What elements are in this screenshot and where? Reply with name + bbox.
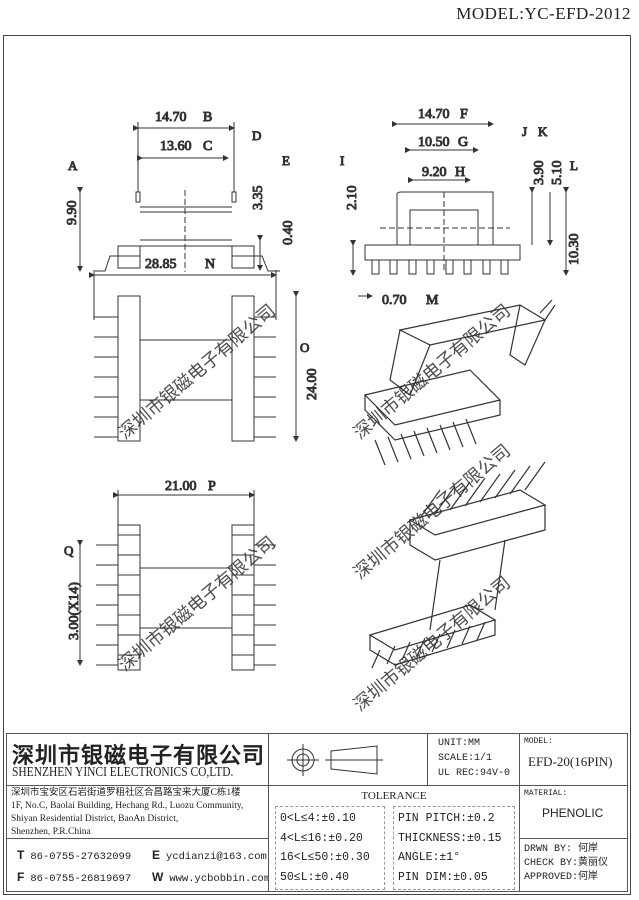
tel-label: T [17, 848, 25, 862]
dim-i: 2.10 [345, 186, 360, 211]
dim-l: 10.30 [567, 234, 582, 266]
model-value: EFD-20(16PIN) [528, 754, 613, 769]
dim-i-label: I [340, 153, 344, 168]
material-value: PHENOLIC [542, 806, 604, 820]
dim-j-label: J [522, 124, 527, 139]
model-cell: MODEL: EFD-20(16PIN) [520, 734, 627, 786]
company-cell: 深圳市银磁电子有限公司 SHENZHEN YINCI ELECTRONICS C… [7, 734, 269, 786]
svg-text:深圳市银磁电子有限公司: 深圳市银磁电子有限公司 [115, 532, 280, 675]
ul-rating: UL REC:94V-0 [438, 768, 511, 779]
dim-a-label: A [68, 158, 78, 173]
material-cell: MATERIAL: PHENOLIC [520, 786, 627, 839]
dim-g-label: G [458, 135, 468, 150]
dim-f: 14.70 [418, 107, 450, 122]
tolerance-item: PIN PITCH:±0.2 [398, 812, 495, 825]
dim-h: 9.20 [422, 165, 447, 180]
dim-b: 14.70 [155, 110, 187, 125]
dim-p: 21.00 [165, 479, 197, 494]
front-view [350, 121, 569, 299]
fax: 86-0755-26819697 [30, 873, 132, 885]
dim-e: 0.40 [281, 221, 296, 246]
company-name-en: SHENZHEN YINCI ELECTRONICS CO,LTD. [12, 765, 234, 780]
svg-text:深圳市银磁电子有限公司: 深圳市银磁电子有限公司 [350, 572, 515, 715]
tolerance-item: ANGLE:±1° [398, 851, 461, 864]
email-label: E [152, 848, 161, 862]
dim-h-label: H [455, 165, 465, 180]
tolerance-item: 16<L≤50:±0.30 [280, 851, 370, 864]
svg-text:深圳市银磁电子有限公司: 深圳市银磁电子有限公司 [350, 440, 515, 583]
model-label: MODEL: [524, 737, 553, 746]
tolerance-cell: TOLERANCE 0<L≤4:±0.10 4<L≤16:±0.20 16<L≤… [269, 786, 520, 891]
side-view [77, 122, 280, 272]
tolerance-item: THICKNESS:±0.15 [398, 831, 502, 845]
address-line: Shiyan Residential District, BaoAn Distr… [11, 814, 179, 824]
projection-symbol-cell [269, 734, 428, 786]
telephone: 86-0755-27632099 [30, 851, 132, 863]
svg-text:深圳市银磁电子有限公司: 深圳市银磁电子有限公司 [115, 300, 280, 443]
pins [371, 259, 509, 275]
company-name-cn: 深圳市银磁电子有限公司 [12, 743, 266, 769]
scale: SCALE:1/1 [438, 753, 493, 764]
address-line: 1F, No.C, Baolai Building, Hechang Rd., … [11, 801, 244, 811]
dim-o-label: O [300, 340, 309, 355]
fax-label: F [17, 870, 25, 884]
address-line: 深圳市宝安区石岩街道罗租社区合昌路宝来大厦C栋1楼 [11, 788, 241, 798]
dim-l-label: L [570, 158, 578, 173]
svg-text:深圳市银磁电子有限公司: 深圳市银磁电子有限公司 [350, 300, 515, 443]
technical-drawing: 深圳市银磁电子有限公司 深圳市银磁电子有限公司 深圳市银磁电子有限公司 深圳市银… [64, 107, 583, 716]
dim-e-label: E [282, 153, 290, 168]
isometric-view-bottom [368, 461, 547, 669]
tolerance-item: PIN DIM:±0.05 [398, 870, 488, 884]
tolerance-item: 0<L≤4:±0.10 [280, 812, 356, 825]
dim-p-label: P [208, 479, 216, 494]
address-cell: 深圳市宝安区石岩街道罗租社区合昌路宝来大厦C栋1楼 1F, No.C, Baol… [7, 786, 269, 839]
drawing-frame [3, 35, 631, 895]
dim-k: 5.10 [550, 161, 565, 186]
dim-d: 3.35 [251, 186, 266, 211]
dim-k-label: K [538, 124, 548, 139]
checked-by: CHECK BY:黄丽仪 [524, 858, 609, 869]
dim-m-label: M [426, 293, 439, 308]
dim-j: 3.90 [532, 161, 547, 186]
dim-c: 13.60 [160, 139, 192, 154]
tolerance-item: 50≤L:±0.40 [280, 870, 350, 884]
dim-q-label: Q [64, 543, 74, 558]
address-line: Shenzhen, P.R.China [11, 827, 91, 837]
tolerance-title: TOLERANCE [361, 790, 427, 802]
dim-a: 9.90 [65, 201, 80, 226]
dim-g: 10.50 [418, 135, 450, 150]
dim-b-label: B [203, 110, 212, 125]
unit-cell: UNIT:MM SCALE:1/1 UL REC:94V-0 [428, 734, 520, 786]
dim-f-label: F [460, 107, 468, 122]
isometric-view-top [363, 299, 556, 466]
model-header: MODEL:YC-EFD-2012 [456, 4, 631, 23]
dim-m: 0.70 [382, 293, 407, 308]
email: ycdianzi@163.com [166, 851, 267, 863]
top-view [89, 270, 299, 442]
approved-by: APPROVED:何岸 [524, 872, 599, 883]
material-label: MATERIAL: [524, 789, 568, 798]
dim-n: 28.85 [145, 257, 177, 272]
dim-n-label: N [205, 257, 215, 272]
web-label: W [152, 870, 164, 884]
dim-d-label: D [252, 128, 261, 143]
approval-cell: DRWN BY: 何岸 CHECK BY:黄丽仪 APPROVED:何岸 [520, 839, 627, 891]
drawn-by: DRWN BY: 何岸 [524, 844, 599, 855]
website: www.ycbobbin.com [169, 873, 269, 885]
dim-q: 3.00(X14) [67, 582, 82, 640]
dim-o: 24.00 [305, 369, 320, 401]
dim-c-label: C [203, 139, 212, 154]
tolerance-item: 4<L≤16:±0.20 [280, 831, 363, 845]
unit: UNIT:MM [438, 738, 481, 749]
title-block: 深圳市银磁电子有限公司 SHENZHEN YINCI ELECTRONICS C… [6, 733, 628, 892]
bottom-view [77, 490, 276, 671]
third-angle-projection-icon [287, 744, 383, 776]
